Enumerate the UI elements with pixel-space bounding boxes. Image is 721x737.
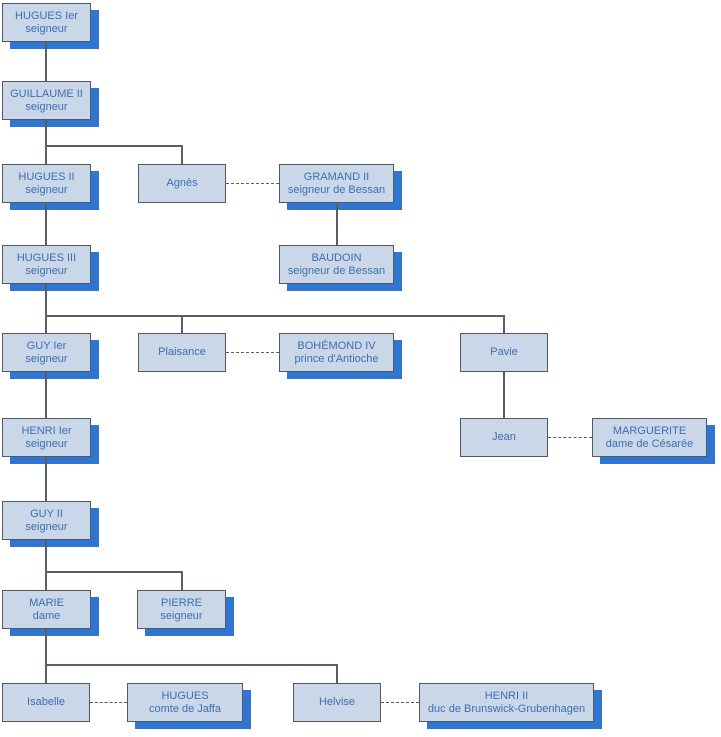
node-title: seigneur <box>25 352 68 365</box>
node-isabelle[interactable]: Isabelle <box>2 683 90 722</box>
node-name: Isabelle <box>27 696 65 708</box>
drop-to-agnes <box>181 145 183 164</box>
node-title: seigneur de Bessan <box>287 264 386 277</box>
node-name: HUGUES III <box>16 251 77 264</box>
node-name: BAUDOIN <box>311 251 362 264</box>
node-title: seigneur <box>160 609 203 622</box>
node-name: GUY II <box>30 507 63 520</box>
node-title: seigneur <box>25 520 68 533</box>
drop-to-guy1 <box>45 315 47 333</box>
node-name: Plaisance <box>158 346 206 358</box>
node-name: HUGUES II <box>18 170 75 183</box>
descent-hugues3-stem <box>45 284 47 316</box>
drop-to-hugues2 <box>45 145 47 164</box>
descent-hugues2-hugues3 <box>45 203 47 245</box>
node-title: seigneur <box>25 100 68 113</box>
node-name: MARGUERITE <box>612 424 687 437</box>
node-name: Agnès <box>166 177 198 189</box>
node-name: GUY Ier <box>26 339 67 352</box>
node-plaisance[interactable]: Plaisance <box>138 333 226 372</box>
marriage-link-plaisance-bohemond4 <box>226 352 279 353</box>
marriage-link-helvise-henri2 <box>381 702 419 703</box>
descent-guillaume2-stem <box>45 120 47 146</box>
node-name: HENRI II <box>484 689 529 702</box>
node-name: GRAMAND II <box>303 170 370 183</box>
node-name: Pavie <box>490 346 518 358</box>
bus-guy2-children <box>45 571 182 573</box>
node-name: MARIE <box>29 596 64 609</box>
descent-hugues1-guillaume2 <box>45 42 47 81</box>
marriage-link-agnes-gramand2 <box>226 183 279 184</box>
node-name: Helvise <box>318 696 356 708</box>
bus-guillaume2-children <box>45 145 183 147</box>
node-title: seigneur <box>25 183 68 196</box>
node-helvise[interactable]: Helvise <box>293 683 381 722</box>
drop-to-plaisance <box>181 315 183 333</box>
node-name: HENRI Ier <box>21 424 72 437</box>
drop-to-pierre <box>181 571 183 590</box>
node-title: prince d'Antioche <box>294 352 379 365</box>
node-name: GUILLAUME II <box>10 87 83 100</box>
descent-marie-stem <box>45 629 47 665</box>
descent-henri1-guy2 <box>45 457 47 501</box>
descent-guy2-stem <box>45 540 47 572</box>
node-title: dame de Césarée <box>605 437 694 450</box>
node-title: seigneur <box>25 437 68 450</box>
drop-to-pavie <box>503 315 505 333</box>
drop-to-marie <box>45 571 47 590</box>
node-name: HUGUES Ier <box>15 9 78 22</box>
node-title: seigneur <box>25 22 68 35</box>
drop-to-isabelle <box>45 664 47 683</box>
descent-guy1-henri1 <box>45 372 47 418</box>
node-name: PIERRE <box>161 596 202 609</box>
node-name: BOHÉMOND IV <box>297 339 376 352</box>
node-title: comte de Jaffa <box>149 702 221 715</box>
node-title: duc de Brunswick-Grubenhagen <box>427 702 586 715</box>
node-pavie[interactable]: Pavie <box>460 333 548 372</box>
node-name: HUGUES <box>161 689 209 702</box>
bus-hugues3-children <box>45 315 505 317</box>
node-jean[interactable]: Jean <box>460 418 548 457</box>
descent-pavie-jean <box>503 372 505 418</box>
node-name: Jean <box>492 431 516 443</box>
descent-gramand2-baudoin <box>336 203 338 245</box>
marriage-link-isabelle-huguesjaffa <box>90 702 127 703</box>
bus-marie-children <box>45 664 337 666</box>
node-agnes[interactable]: Agnès <box>138 164 226 203</box>
node-title: seigneur de Bessan <box>287 183 386 196</box>
drop-to-helvise <box>336 664 338 683</box>
node-title: dame <box>32 609 61 622</box>
marriage-link-jean-marguerite <box>548 437 592 438</box>
node-title: seigneur <box>25 264 68 277</box>
